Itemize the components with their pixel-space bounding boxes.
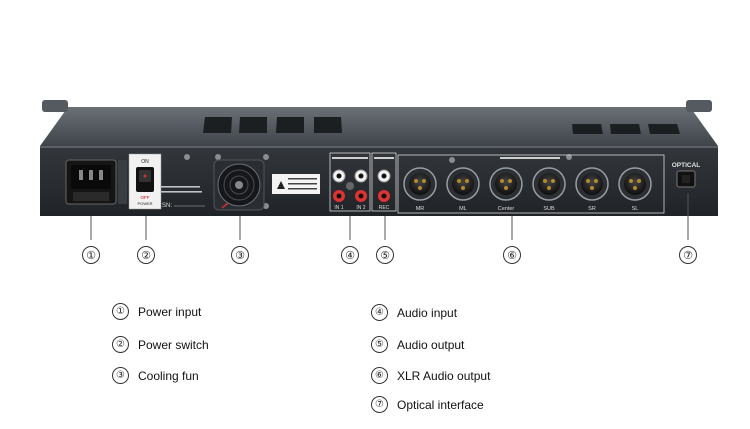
legend-num: ⑦ [371, 396, 388, 413]
callout-6: ⑥ [503, 246, 521, 264]
in2-label: IN 2 [356, 205, 365, 211]
legend-item-optical-interface: ⑦ Optical interface [371, 396, 484, 413]
audio-output-section [371, 152, 397, 212]
legend-label: Power input [138, 304, 202, 319]
xlr-label: MR [416, 206, 425, 212]
switch-power-label: POWER [137, 201, 152, 206]
legend-item-cooling-fan: ③ Cooling fun [112, 367, 199, 384]
screws [184, 154, 572, 209]
callout-4: ④ [341, 246, 359, 264]
callout-7: ⑦ [679, 246, 697, 264]
cooling-fan [213, 159, 265, 211]
xlr-connector [575, 167, 609, 201]
xlr-connector [532, 167, 566, 201]
warning-label [272, 174, 320, 194]
optical-label: OPTICAL [672, 162, 701, 169]
legend-label: Audio output [397, 337, 465, 352]
xlr-connector [446, 167, 480, 201]
legend-label: XLR Audio output [397, 368, 491, 383]
switch-off-label: OFF [141, 195, 150, 200]
legend-item-xlr-audio-output: ⑥ XLR Audio output [371, 367, 490, 384]
xlr-label: SL [632, 206, 639, 212]
top-vents [203, 117, 680, 134]
legend-label: Power switch [138, 337, 209, 352]
xlr-label: Center [498, 206, 515, 212]
device-rear-panel: ON OFF POWER SN: [40, 100, 718, 240]
legend-label: Cooling fun [138, 368, 199, 383]
xlr-label: SUB [543, 206, 555, 212]
callout-lines [90, 193, 689, 240]
rec-label: REC [379, 205, 390, 211]
model-print [160, 186, 202, 193]
rack-ear-left [42, 100, 68, 112]
chassis-top [40, 107, 718, 146]
legend-item-audio-input: ④ Audio input [371, 304, 457, 321]
legend-num: ③ [112, 367, 129, 384]
in1-label: IN 1 [334, 205, 343, 211]
legend-label: Audio input [397, 305, 458, 320]
callout-2: ② [137, 246, 155, 264]
serial-label: SN: [162, 203, 172, 209]
switch-on-label: ON [141, 159, 149, 165]
legend-item-power-switch: ② Power switch [112, 336, 209, 353]
xlr-connector [489, 167, 523, 201]
xlr-connector [403, 167, 437, 201]
callout-1: ① [82, 246, 100, 264]
xlr-label: SR [588, 206, 596, 212]
optical-port [676, 170, 696, 188]
legend-num: ② [112, 336, 129, 353]
legend-item-power-input: ① Power input [112, 303, 201, 320]
xlr-connector [618, 167, 652, 201]
callout-3: ③ [231, 246, 249, 264]
legend-item-audio-output: ⑤ Audio output [371, 336, 464, 353]
legend-num: ④ [371, 304, 388, 321]
legend-num: ① [112, 303, 129, 320]
legend-num: ⑥ [371, 367, 388, 384]
xlr-label: ML [459, 206, 467, 212]
legend-num: ⑤ [371, 336, 388, 353]
power-inlet [65, 159, 117, 205]
rack-ear-right [686, 100, 712, 112]
audio-input-section [329, 152, 371, 212]
callout-5: ⑤ [376, 246, 394, 264]
xlr-output-section [397, 154, 665, 214]
legend-label: Optical interface [397, 397, 484, 412]
power-switch: ON OFF POWER [128, 153, 162, 210]
